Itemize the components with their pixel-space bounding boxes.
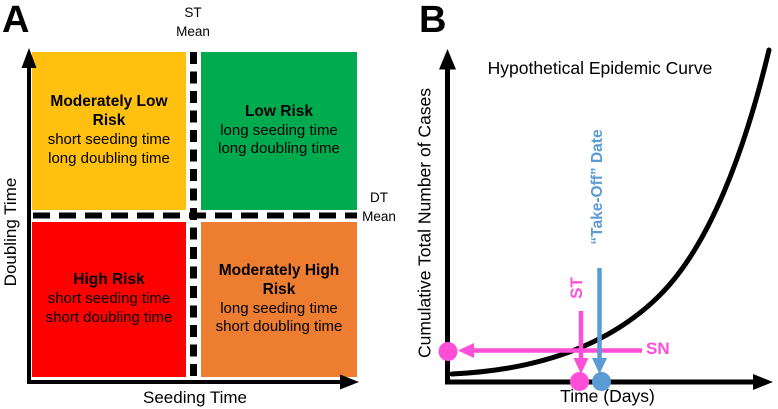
st-annotation: ST	[567, 277, 586, 299]
panel-a-x-axis-arrowhead-icon	[340, 374, 359, 390]
quadrant-moderately-low-risk: Moderately Low Risk short seeding time l…	[32, 52, 186, 210]
panel-a-label: A	[2, 0, 29, 41]
quadrant-title: Low Risk	[244, 102, 314, 120]
dt-mean-line1: DT	[370, 190, 388, 205]
takeoff-arrowhead-icon	[592, 358, 607, 374]
quadrant-title: Moderately Low Risk	[50, 93, 168, 130]
quadrant-moderately-high-risk: Moderately High Risk long seeding time s…	[201, 222, 357, 377]
quadrant-title: Moderately High Risk	[218, 261, 340, 298]
quadrant-desc-line1: short seeding time	[47, 131, 171, 149]
panel-a-x-axis-title: Seeding Time	[143, 388, 247, 407]
quadrant-desc-line1: long seeding time	[220, 121, 338, 139]
st-arrowhead-icon	[573, 358, 589, 374]
panel-b-y-axis-title: Cumulative Total Number of Cases	[414, 87, 435, 359]
sn-annotation: SN	[646, 339, 670, 358]
sn-arrowhead-icon	[458, 343, 474, 358]
panel-b-y-axis-arrowhead-icon	[439, 49, 456, 70]
panel-a-y-axis-arrowhead-icon	[21, 48, 37, 68]
quadrant-desc-line2: short doubling time	[45, 308, 173, 326]
st-x-axis-dot	[570, 372, 589, 391]
quadrant-desc-line2: short doubling time	[215, 318, 343, 336]
epidemic-curve	[449, 47, 772, 377]
panel-b-label: B	[419, 0, 446, 41]
quadrant-low-risk: Low Risk long seeding time long doubling…	[201, 52, 357, 210]
quadrant-desc-line2: long doubling time	[218, 140, 340, 158]
st-mean-label: ST Mean	[158, 3, 228, 41]
quadrant-desc-line1: long seeding time	[220, 299, 338, 317]
takeoff-x-axis-dot	[592, 372, 611, 391]
st-mean-line2: Mean	[176, 24, 210, 40]
sn-y-axis-dot	[438, 342, 458, 361]
quadrant-desc-line1: short seeding time	[47, 290, 171, 308]
quadrant-desc-line2: long doubling time	[48, 149, 170, 167]
quadrant-high-risk: High Risk short seeding time short doubl…	[32, 222, 186, 377]
takeoff-date-annotation: “Take-Off” Date	[589, 129, 606, 245]
panel-b-x-axis-title: Time (Days)	[560, 386, 655, 406]
panel-b-x-axis-arrowhead-icon	[753, 374, 773, 390]
dt-mean-label: DT Mean	[356, 188, 402, 226]
st-mean-line1: ST	[184, 5, 202, 20]
dt-mean-line2: Mean	[362, 209, 396, 225]
panel-b-title: Hypothetical Epidemic Curve	[487, 58, 713, 78]
quadrant-title: High Risk	[73, 271, 145, 289]
panel-a-y-axis-title: Doubling Time	[1, 177, 20, 287]
